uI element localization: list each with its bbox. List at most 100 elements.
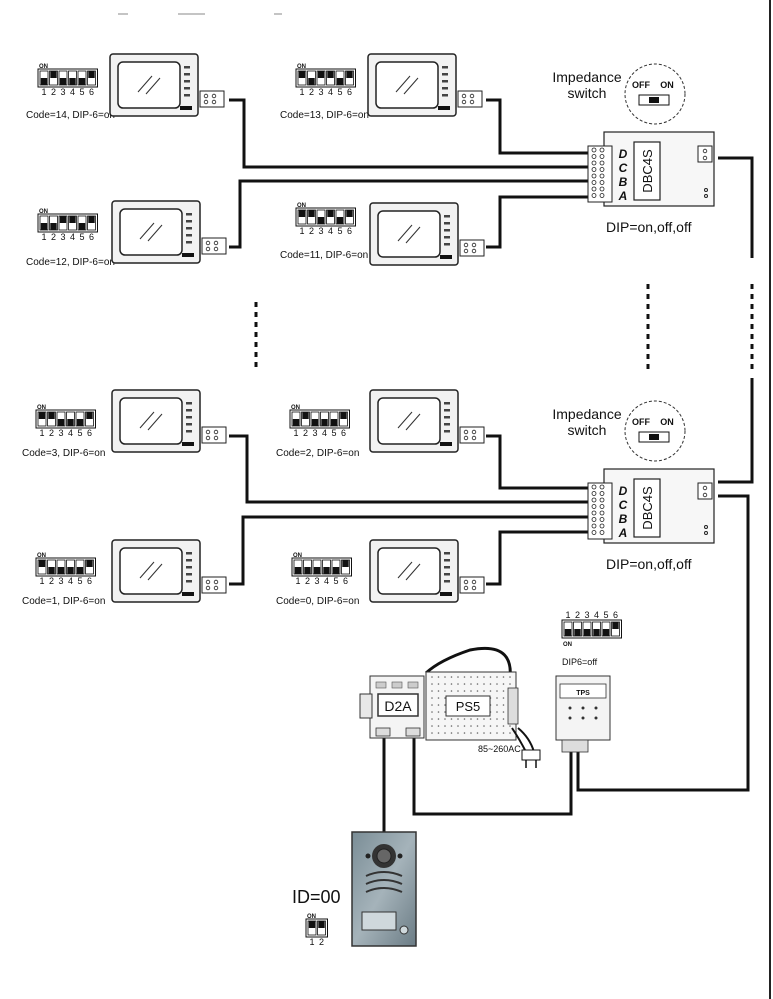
monitor-button — [186, 234, 192, 237]
vent-hole — [463, 725, 466, 727]
terminal-screw — [591, 504, 597, 509]
screen-glare — [147, 413, 163, 431]
vent-hole — [496, 697, 498, 699]
vent-hole — [444, 690, 446, 692]
dip-knob — [48, 412, 55, 419]
monitor-button — [184, 73, 190, 76]
vent-hole — [470, 732, 472, 734]
dip-knob — [294, 567, 302, 574]
monitor-button — [186, 430, 192, 433]
terminal-screw — [469, 99, 475, 105]
dip-knob — [327, 71, 334, 78]
dbc4s-port-letter: C — [619, 498, 628, 512]
dip-knob — [327, 210, 334, 217]
terminal-screw — [203, 93, 209, 99]
terminal-screw — [463, 579, 469, 585]
terminal-screw — [591, 173, 597, 179]
monitor-button — [444, 229, 450, 232]
dip-number: 4 — [322, 428, 327, 438]
monitor-indicator — [440, 255, 452, 259]
dip-on-label: ON — [37, 553, 46, 559]
terminal-screw — [591, 484, 597, 490]
vent-hole — [431, 732, 433, 734]
dip-knob — [40, 223, 48, 230]
dip-number: 3 — [58, 576, 63, 586]
vent-hole — [502, 711, 505, 713]
vent-hole — [463, 718, 466, 720]
monitor-button — [442, 73, 448, 76]
monitor-button — [184, 80, 190, 83]
dip-knob — [336, 217, 344, 224]
dip-number: 5 — [337, 87, 342, 97]
dbc4s-terminal-block — [587, 482, 613, 540]
dip-knob — [88, 216, 95, 223]
terminal-screw — [599, 160, 605, 166]
dip-knob — [298, 210, 306, 217]
impedance-off-label: OFF — [632, 80, 650, 90]
dbc4s-dip-label: DIP=on,off,off — [606, 556, 692, 572]
impedance-label-line1: Impedance — [552, 406, 621, 422]
monitor-code-label: Code=0, DIP-6=on — [276, 596, 359, 607]
monitor-button — [186, 566, 192, 569]
dip-number: 3 — [60, 232, 65, 242]
dip-number: 6 — [343, 576, 348, 586]
terminal-screw — [591, 491, 597, 496]
dbc4s-port-letter: D — [619, 147, 628, 161]
monitor-indicator — [182, 253, 194, 257]
terminal-screw — [599, 530, 605, 535]
vent-hole — [489, 676, 492, 678]
dip-knob — [304, 567, 311, 574]
dip-knob — [318, 921, 325, 928]
terminal-screw — [599, 523, 605, 529]
vent-hole — [483, 683, 485, 685]
terminal-screw — [591, 523, 597, 529]
terminal-screw — [211, 93, 217, 99]
impedance-knob — [649, 97, 659, 103]
terminal-screw — [213, 435, 219, 441]
vent-hole — [502, 725, 505, 727]
monitor-screen — [119, 397, 183, 445]
dip-number: 1 — [39, 576, 44, 586]
monitor-button — [186, 580, 192, 583]
vent-hole — [470, 676, 472, 678]
vent-hole — [431, 711, 433, 713]
dip-number: 6 — [341, 428, 346, 438]
dbc4s-port-letter: B — [619, 175, 628, 189]
dip-number: 6 — [89, 232, 94, 242]
monitor-button — [444, 243, 450, 246]
vent-hole — [483, 676, 485, 678]
monitor-button — [186, 416, 192, 419]
dip-knob — [59, 78, 67, 85]
monitor-button — [444, 236, 450, 239]
dbc4s-port-letter: B — [619, 512, 628, 526]
vent-hole — [476, 690, 479, 692]
screen-glare — [395, 75, 411, 93]
terminal-screw — [591, 510, 597, 516]
vent-hole — [496, 711, 498, 713]
impedance-on-label: ON — [660, 417, 674, 427]
dip-knob — [612, 622, 619, 629]
vent-hole — [437, 711, 440, 713]
monitor-terminal — [457, 90, 483, 108]
screen-glare — [397, 411, 413, 429]
dip-number: 6 — [89, 87, 94, 97]
dip-number: 4 — [68, 576, 73, 586]
vent-hole — [463, 690, 466, 692]
dip-knob — [292, 419, 300, 426]
monitor-terminal — [199, 90, 225, 108]
dip-knob — [88, 71, 95, 78]
continuation-dots — [254, 284, 754, 372]
dip-knob — [340, 412, 347, 419]
monitor-button — [444, 215, 450, 218]
vent-hole — [431, 718, 433, 720]
vent-hole — [457, 690, 459, 692]
terminal-screw — [205, 429, 211, 435]
vent-hole — [457, 718, 459, 720]
vent-hole — [496, 704, 498, 706]
dip-knob — [78, 78, 86, 85]
vent-hole — [483, 718, 485, 720]
terminal-screw — [463, 248, 469, 254]
dip-knob — [311, 419, 319, 426]
